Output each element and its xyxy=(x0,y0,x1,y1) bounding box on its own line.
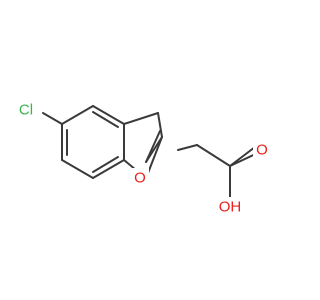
bond-chlorine xyxy=(42,112,63,125)
bond xyxy=(92,111,119,128)
carbonyl-oxygen-label: O xyxy=(256,142,268,159)
bond xyxy=(61,105,94,125)
bond xyxy=(196,144,231,167)
furan-ring xyxy=(123,112,163,174)
bond xyxy=(123,112,159,125)
propanoic-acid-chain xyxy=(177,144,263,199)
structural-formula: Cl O O OH xyxy=(18,101,268,216)
bond xyxy=(61,159,94,179)
hydroxyl-label: OH xyxy=(219,199,242,216)
bond xyxy=(147,136,163,174)
benzene-ring xyxy=(61,105,125,179)
bond xyxy=(92,159,125,179)
bond xyxy=(229,146,256,167)
chlorine-atom-label: Cl xyxy=(19,102,33,119)
ring-oxygen-label: O xyxy=(134,170,146,187)
bond xyxy=(145,130,161,163)
bond xyxy=(157,112,163,138)
bond xyxy=(92,156,119,173)
bond xyxy=(92,105,125,125)
bond xyxy=(177,144,198,151)
